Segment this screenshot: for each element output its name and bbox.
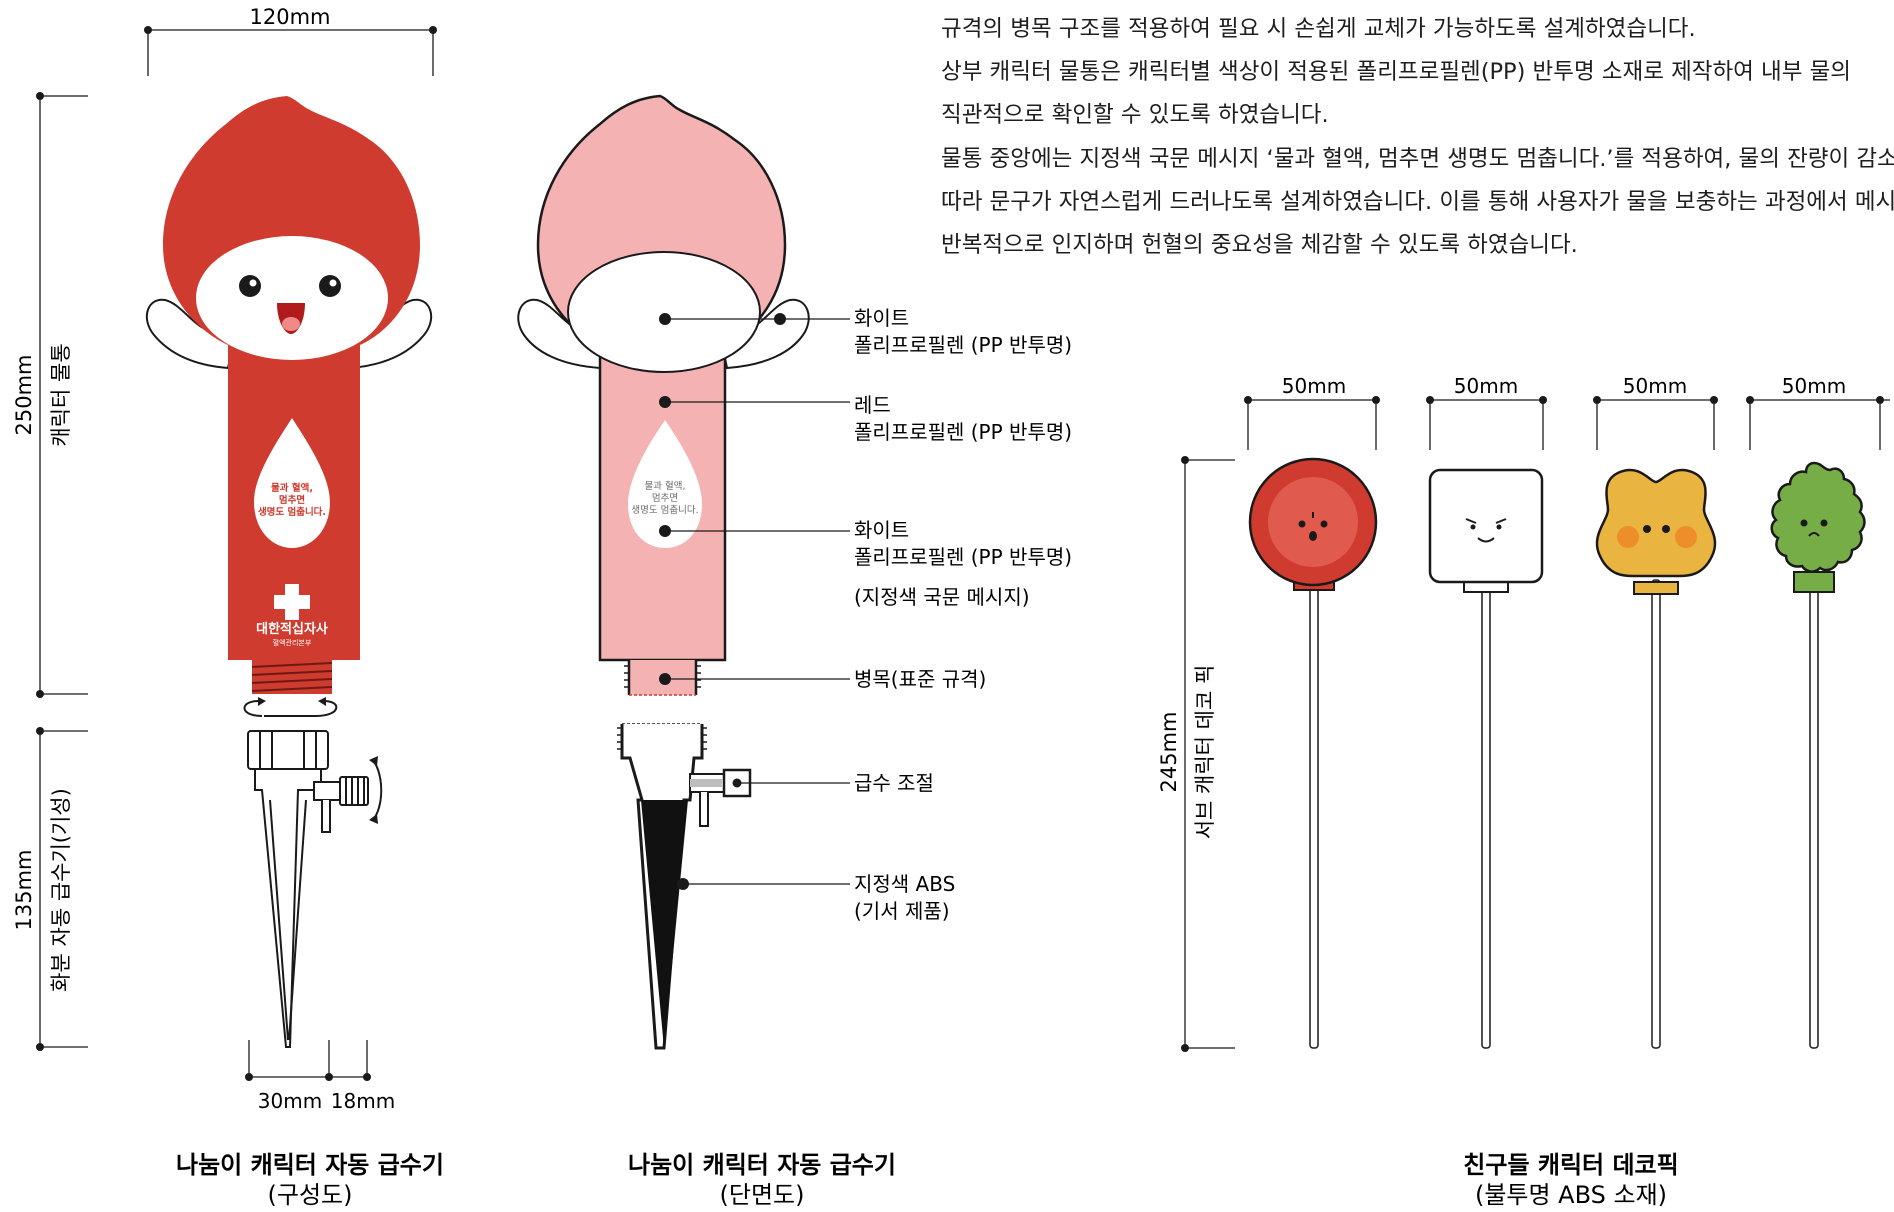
- pick-yellow-character: [1595, 468, 1717, 595]
- section-stake: [617, 723, 707, 1050]
- callout-label: 급수 조절: [854, 771, 934, 795]
- bottom-dim-1: 30mm: [258, 1089, 322, 1113]
- pick-red-character: [1248, 457, 1378, 591]
- height-top-name: 캐릭터 물통: [49, 343, 73, 446]
- bottle-neck-thread: [251, 660, 333, 694]
- face-eye-icon: [239, 275, 341, 297]
- callout-label: 병목(표준 규격): [854, 667, 986, 691]
- message-text: 생명도 멈춥니다.: [258, 506, 326, 518]
- section-message-text: 멈추면: [652, 493, 678, 504]
- pick-width-label: 50mm: [1282, 374, 1346, 398]
- section-message-text: 물과 혈액,: [645, 480, 686, 492]
- pick-width-dimensions: [1247, 399, 1890, 450]
- callout-label: 폴리프로필렌 (PP 반투명): [854, 333, 1072, 357]
- character-face: [196, 236, 388, 360]
- picks-caption-sub: (불투명 ABS 소재): [1475, 1181, 1667, 1209]
- callout-labels: 화이트 폴리프로필렌 (PP 반투명) 레드 폴리프로필렌 (PP 반투명) 화…: [854, 306, 1072, 923]
- pick-white-character: [1428, 468, 1544, 593]
- deco-picks: 50mm 50mm 50mm 50mm 245mm 서브 캐릭터 데코 픽: [1157, 374, 1890, 1209]
- message-drop: [254, 418, 330, 548]
- height-top-value: 250mm: [12, 355, 36, 436]
- picks-caption-title: 친구들 캐릭터 데코픽: [1463, 1151, 1678, 1179]
- watering-stake: [247, 730, 329, 1048]
- description-line: 따라 문구가 자연스럽게 드러나도록 설계하였습니다. 이를 통해 사용자가 물…: [941, 188, 1894, 215]
- character-bottle-red: [163, 96, 420, 660]
- section-caption-sub: (단면도): [720, 1181, 805, 1209]
- callout-leaders: [665, 318, 850, 885]
- assembly-caption-sub: (구성도): [268, 1181, 353, 1209]
- section-bottle-pink: [536, 94, 787, 662]
- height-bottom-value: 135mm: [12, 850, 36, 931]
- callout-label: 폴리프로필렌 (PP 반투명): [854, 545, 1072, 569]
- callout-label: 레드: [854, 393, 891, 417]
- description-line: 상부 캐릭터 물통은 캐릭터별 색상이 적용된 폴리프로필렌(PP) 반투명 소…: [941, 59, 1851, 86]
- pick-width-label: 50mm: [1623, 374, 1687, 398]
- pick-width-label: 50mm: [1454, 374, 1518, 398]
- section-valve: [689, 768, 752, 827]
- bottom-dimension: [248, 1040, 368, 1080]
- height-dimension: [39, 95, 88, 1048]
- pick-sticks: [1309, 579, 1819, 1049]
- logo-sub-text: 혈액관리본부: [273, 638, 312, 647]
- height-bottom-name: 화분 자동 급수기(기성): [49, 788, 73, 992]
- rotation-arrow-icon: [243, 699, 338, 717]
- pick-height-dimension: [1184, 459, 1235, 1049]
- pick-height-value: 245mm: [1157, 712, 1181, 793]
- message-text: 멈추면: [279, 494, 305, 506]
- bottom-dim-2: 18mm: [331, 1089, 395, 1113]
- description-line: 규격의 병목 구조를 적용하여 필요 시 손쉽게 교체가 가능하도록 설계하였습…: [941, 16, 1696, 42]
- section-message-text: 생명도 멈춥니다.: [631, 505, 698, 516]
- section-view: 물과 혈액, 멈추면 생명도 멈춥니다.: [517, 94, 1072, 1209]
- message-text: 물과 혈액,: [271, 482, 313, 494]
- callout-label: 화이트: [854, 306, 909, 330]
- red-cross-icon: [274, 584, 310, 620]
- assembly-view: 120mm 250mm 캐릭터 물통 135mm 화분 자동 급수기(기성): [12, 5, 444, 1209]
- section-caption-title: 나눔이 캐릭터 자동 급수기: [628, 1151, 896, 1179]
- description-line: 반복적으로 인지하며 헌혈의 중요성을 체감할 수 있도록 하였습니다.: [941, 232, 1578, 259]
- callout-label: 화이트: [854, 518, 909, 542]
- callout-label: 폴리프로필렌 (PP 반투명): [854, 420, 1072, 444]
- pick-green-character: [1770, 461, 1866, 593]
- width-label: 120mm: [250, 5, 331, 29]
- description-line: 물통 중앙에는 지정색 국문 메시지 ‘물과 혈액, 멈추면 생명도 멈춥니다.…: [941, 145, 1894, 172]
- description-line: 직관적으로 확인할 수 있도록 하였습니다.: [941, 102, 1329, 129]
- callout-label: (기서 제품): [854, 899, 950, 923]
- callout-label: (지정색 국문 메시지): [854, 585, 1030, 609]
- valve-knob[interactable]: [313, 776, 369, 833]
- width-dimension: [147, 29, 434, 76]
- section-message-drop: [628, 420, 702, 548]
- assembly-caption-title: 나눔이 캐릭터 자동 급수기: [176, 1151, 444, 1179]
- section-face: [567, 251, 761, 373]
- logo-main-text: 대한적십자사: [256, 621, 328, 637]
- pick-height-name: 서브 캐릭터 데코 픽: [1193, 665, 1217, 840]
- callout-label: 지정색 ABS: [854, 872, 955, 896]
- description-block: 규격의 병목 구조를 적용하여 필요 시 손쉽게 교체가 가능하도록 설계하였습…: [941, 8, 1894, 267]
- pick-width-label: 50mm: [1782, 374, 1846, 398]
